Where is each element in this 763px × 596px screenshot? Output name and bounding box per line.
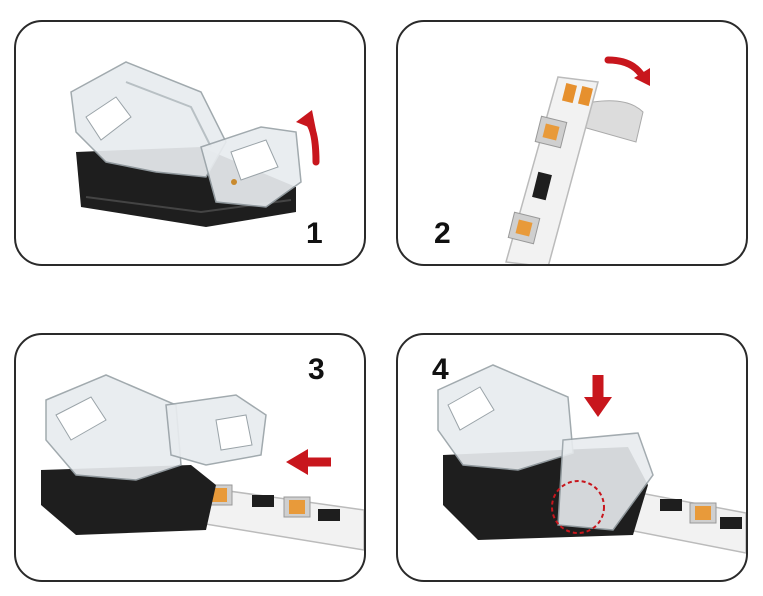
step-number: 1 [306, 217, 323, 250]
step-number: 3 [308, 353, 325, 386]
left-arrow-icon [286, 449, 308, 475]
highlight-circle [551, 480, 605, 534]
insert-strip-illustration [41, 374, 364, 551]
step-number: 4 [432, 353, 449, 386]
led-strip-peel-illustration [505, 56, 650, 264]
step-1-panel: 1 [14, 20, 366, 266]
open-connector-illustration [70, 61, 320, 227]
step-number: 2 [434, 217, 451, 250]
down-arrow-icon [584, 397, 612, 417]
step-2-panel: 2 [396, 20, 748, 266]
curved-arrow-icon [604, 56, 647, 81]
step-3-panel: 3 [14, 333, 366, 582]
step-4-panel: 4 [396, 333, 748, 582]
close-cover-illustration [437, 364, 746, 554]
